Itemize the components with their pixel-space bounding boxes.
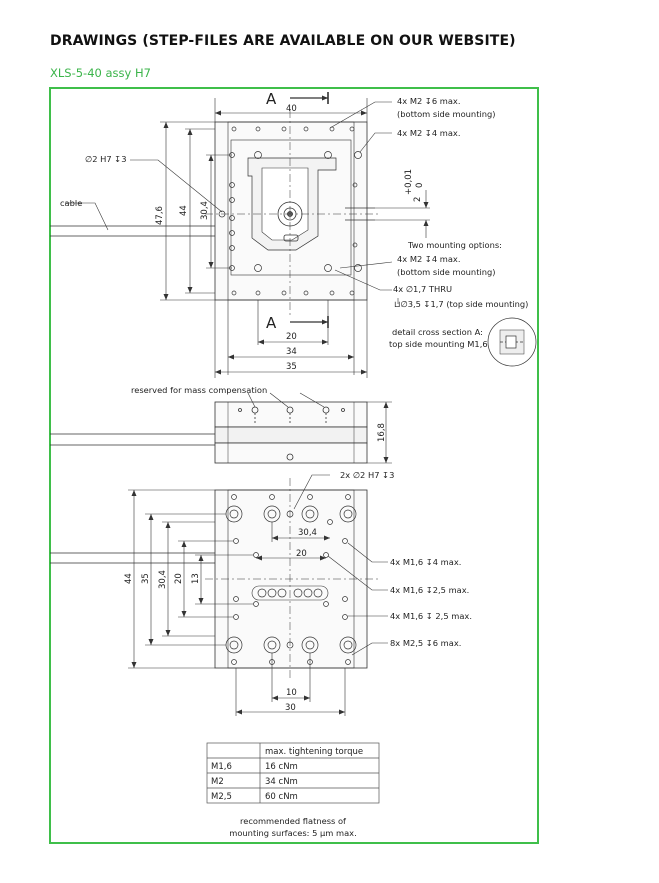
note-bottom-pin: 2x ∅2 H7 ↧3: [340, 470, 394, 480]
flatness-line2: mounting surfaces: 5 µm max.: [229, 828, 356, 838]
note-cable: cable: [60, 198, 82, 208]
note-m2-6-line1: 4x M2 ↧6 max.: [397, 96, 460, 106]
flatness-line1: recommended flatness of: [240, 816, 347, 826]
bottom-view: [50, 478, 380, 680]
top-view-holes: [218, 126, 362, 296]
dim-bottom-h13: 13: [191, 573, 201, 584]
dim-width-20: 20: [286, 332, 297, 342]
note-detail-line2: top side mounting M1,6: [389, 339, 488, 349]
note-m2-4: 4x M2 ↧4 max.: [397, 128, 460, 138]
torque-row-value: 16 cNm: [265, 762, 298, 772]
dim-width-34: 34: [286, 347, 297, 357]
top-view-dimensions: [65, 92, 430, 378]
bottom-view-dimensions: [128, 474, 388, 716]
dim-bottom-w10: 10: [286, 688, 297, 698]
torque-table: [206, 742, 380, 804]
dim-bottom-w304: 30,4: [298, 528, 317, 538]
dim-bottom-h35: 35: [141, 573, 151, 584]
note-m16-25a: 4x M1,6 ↧2,5 max.: [390, 585, 469, 595]
torque-row-thread: M2,5: [211, 792, 232, 802]
top-view: [50, 110, 380, 315]
note-pin-top: ∅2 H7 ↧3: [85, 154, 127, 164]
dim-offset-2: 2: [413, 197, 423, 202]
note-option2-line1: 4x ∅1,7 THRU: [393, 284, 452, 294]
dim-bottom-h20: 20: [174, 573, 184, 584]
bottom-view-holes: [225, 494, 357, 665]
dim-height-44: 44: [179, 205, 189, 216]
dim-height-304: 30,4: [200, 201, 210, 220]
section-mark-top: A: [266, 90, 277, 108]
dim-side-height: 16,8: [377, 423, 387, 442]
dim-bottom-w30: 30: [285, 703, 296, 713]
product-subtitle: XLS-5-40 assy H7: [50, 66, 151, 80]
note-m16-4: 4x M1,6 ↧4 max.: [390, 557, 461, 567]
drawing-frame: [49, 87, 539, 844]
dim-top-width: 40: [286, 104, 297, 114]
section-mark-bottom: A: [266, 314, 277, 332]
dim-height-outer: 47,6: [155, 206, 165, 225]
note-option1-line2: (bottom side mounting): [397, 267, 496, 277]
dim-bottom-w20: 20: [296, 549, 307, 559]
torque-row-thread: M1,6: [211, 762, 232, 772]
note-mass-compensation: reserved for mass compensation: [131, 385, 267, 395]
note-option2-line2: ⊔∅3,5 ↧1,7 (top side mounting): [394, 299, 528, 309]
torque-row-value: 60 cNm: [265, 792, 298, 802]
note-m16-25b: 4x M1,6 ↧ 2,5 max.: [390, 611, 472, 621]
side-view: [50, 392, 392, 464]
dim-bottom-h304: 30,4: [158, 570, 168, 589]
dim-offset-zero: 0: [415, 183, 425, 188]
dim-offset-plus: +0,01: [404, 169, 414, 195]
note-options-title: Two mounting options:: [407, 240, 502, 250]
note-detail-line1: detail cross section A:: [392, 327, 483, 337]
dim-width-35: 35: [286, 362, 297, 372]
note-option1-line1: 4x M2 ↧4 max.: [397, 254, 460, 264]
dim-bottom-h44: 44: [124, 573, 134, 584]
torque-row-thread: M2: [211, 777, 224, 787]
note-m2-6-line2: (bottom side mounting): [397, 109, 496, 119]
page-heading: DRAWINGS (STEP-FILES ARE AVAILABLE ON OU…: [50, 33, 516, 49]
detail-circle: [487, 317, 537, 367]
torque-table-header: max. tightening torque: [265, 747, 363, 757]
torque-row-value: 34 cNm: [265, 777, 298, 787]
note-m25-6: 8x M2,5 ↧6 max.: [390, 638, 461, 648]
